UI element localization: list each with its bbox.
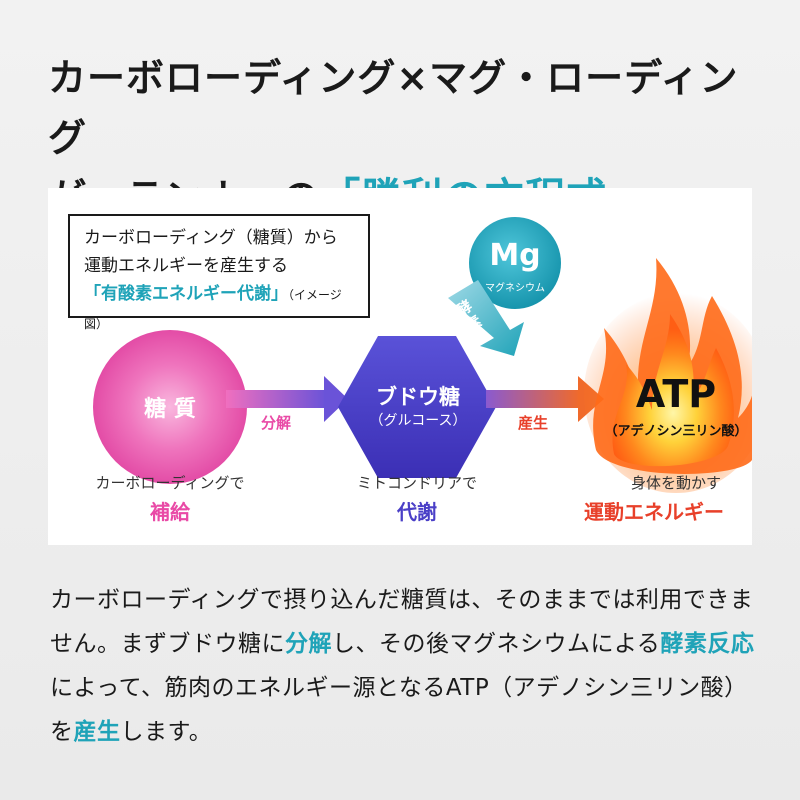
sugar-action: 補給 xyxy=(150,500,190,524)
atp-label: ATP xyxy=(635,372,717,416)
glucose-sub: （グルコース） xyxy=(369,413,467,429)
fire-icon xyxy=(584,258,752,493)
body-highlight-decompose: 分解 xyxy=(285,631,332,657)
body-part1: カーボローディングで摂り込んだ糖質は、そのままでは利用できません。まずブドウ糖に xyxy=(50,587,754,657)
mg-circle xyxy=(469,217,561,309)
glucose-hexagon xyxy=(338,336,496,478)
body-part3: によって、筋肉のエネルギー源となるATP（アデノシン三リン酸）を xyxy=(50,675,748,745)
sugar-label: 糖 質 xyxy=(144,397,196,422)
headline-line1: カーボローディング×マグ・ローディング xyxy=(48,56,739,160)
note-suffix: （イメージ図） xyxy=(84,288,342,331)
glucose-label: ブドウ糖 xyxy=(376,385,460,409)
body-paragraph: カーボローディングで摂り込んだ糖質は、そのままでは利用できません。まずブドウ糖に… xyxy=(50,578,760,754)
note-line3: 「有酸素エネルギー代謝」（イメージ図） xyxy=(84,280,354,338)
note-line1: カーボローディング（糖質）から xyxy=(84,228,338,248)
note-box: カーボローディング（糖質）から 運動エネルギーを産生する 「有酸素エネルギー代謝… xyxy=(68,214,370,331)
diagram-graphics xyxy=(93,217,752,493)
mg-symbol: Mg xyxy=(489,238,541,273)
body-part2: し、その後マグネシウムによる xyxy=(332,631,661,657)
atp-sub: （アデノシン三リン酸） xyxy=(604,424,748,439)
diagram-panel: カーボローディング（糖質）から 運動エネルギーを産生する 「有酸素エネルギー代謝… xyxy=(48,188,752,545)
glucose-caption: ミトコンドリアで xyxy=(356,474,477,492)
note-highlight: 「有酸素エネルギー代謝」 xyxy=(84,284,288,304)
enzyme-arrow xyxy=(448,280,524,356)
atp-caption: 身体を動かす xyxy=(630,474,721,492)
sugar-caption: カーボローディングで xyxy=(95,474,245,492)
sugar-circle xyxy=(93,330,247,484)
body-highlight-produce: 産生 xyxy=(73,719,121,745)
decompose-label: 分解 xyxy=(260,414,291,432)
produce-label: 産生 xyxy=(517,414,548,432)
body-part4: します。 xyxy=(120,719,213,745)
arrow-decompose xyxy=(226,376,348,422)
atp-action: 運動エネルギー xyxy=(584,500,724,524)
note-line2: 運動エネルギーを産生する xyxy=(84,256,288,276)
mg-name: マグネシウム xyxy=(485,283,545,294)
glucose-action: 代謝 xyxy=(397,500,437,524)
body-highlight-enzyme: 酵素反応 xyxy=(660,631,755,657)
